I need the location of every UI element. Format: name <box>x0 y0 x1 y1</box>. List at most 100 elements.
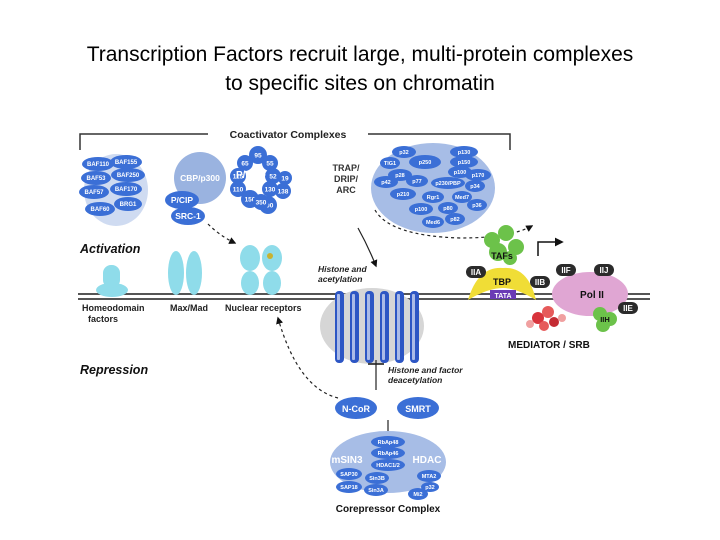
iia-label: IIA <box>471 268 481 277</box>
factors-label: factors <box>88 314 118 324</box>
trap-subunit-label: p77 <box>412 179 421 185</box>
coactivator-header: Coactivator Complexes <box>230 129 347 141</box>
trap-subunit-label: Med6 <box>426 220 440 226</box>
max-mad-label: Max/Mad <box>170 303 208 313</box>
tata-label: TATA <box>494 293 511 300</box>
trap-subunit-label: p150 <box>458 160 471 166</box>
nuclear-receptors-label: Nuclear receptors <box>225 303 302 313</box>
trap-subunit: p36 <box>467 199 487 211</box>
baf-subunit: BAF53 <box>81 171 111 185</box>
baf-subunit-label: BAF57 <box>84 190 104 196</box>
trap-subunit-label: p82 <box>450 217 459 223</box>
arrow-histone-acetylation <box>357 227 378 268</box>
corepressor-subunit: RbAp48 <box>371 436 405 448</box>
tata-box <box>490 290 516 299</box>
baf-subunit-label: BAF110 <box>87 162 110 168</box>
iia-factor <box>466 266 486 278</box>
hdac-label: HDAC <box>413 455 442 466</box>
tbp-label: TBP <box>493 277 511 287</box>
baf-subunit: BAF250 <box>111 168 145 182</box>
trap-subunit: p77 <box>406 175 428 187</box>
arrow-corepressor-to-homeodomain <box>276 316 339 399</box>
trap-subunit: p130 <box>450 146 478 158</box>
trap-subunit: p82 <box>445 213 465 225</box>
corepressor-subunit: Sin3B <box>365 472 389 484</box>
pcaf-subunit-label: 115 <box>233 173 244 180</box>
corepressor-subunit-label: HDAC1/2 <box>376 463 400 469</box>
trap-subunit-label: p130 <box>458 150 471 156</box>
slide-title: Transcription Factors recruit large, mul… <box>0 40 720 98</box>
smrt-protein: SMRT <box>397 397 439 419</box>
corepressor-subunit: p32 <box>421 482 439 492</box>
trap-subunit-label: TIG1 <box>384 161 396 167</box>
corepressor-subunit-label: SAP30 <box>340 472 357 478</box>
pcaf-subunit-label: 110 <box>233 186 244 193</box>
preinitiation-complex: TAFs TBP TATA IIA IIB Pol II IIF IIJ IIE… <box>466 225 638 351</box>
trap-subunit: p170 <box>465 169 491 181</box>
pcaf-subunit-label: 130 <box>265 186 276 193</box>
histone-acetylation-label-1: Histone and <box>318 264 367 274</box>
coactivator-bracket: Coactivator Complexes <box>79 129 511 150</box>
trap-subunit: Med7 <box>452 191 472 203</box>
pcaf-subunit: 55 <box>262 155 278 171</box>
pcaf-subunit: 65 <box>237 155 253 171</box>
pcaf-subunit-label: 55 <box>266 160 274 167</box>
pcaf-subunit-label: 65 <box>241 160 249 167</box>
iih-label: IIH <box>600 315 610 324</box>
iie-label: IIE <box>623 304 633 313</box>
mediator-label: MEDIATOR / SRB <box>508 340 590 351</box>
baf-subunit-label: BAF53 <box>86 176 106 182</box>
nucleosome-highlight <box>412 294 415 360</box>
activation-label: Activation <box>79 242 141 256</box>
corepressor-subunit: RbAp46 <box>371 447 405 459</box>
pcaf-subunit-label: 19 <box>281 175 289 182</box>
nuclear-receptor-dimer <box>240 245 282 295</box>
trap-subunit: Med6 <box>422 216 444 228</box>
histone-acetylation-label-2: acetylation <box>318 274 362 284</box>
corepressor-subunit-label: Sin3A <box>368 488 384 494</box>
corepressor-subunit-label: Mi2 <box>413 492 422 498</box>
iij-factor <box>594 264 614 276</box>
corepressor-subunit: MTA2 <box>417 470 441 482</box>
repression-label: Repression <box>80 363 148 377</box>
histone-deacetylation-label-1: Histone and factor <box>388 365 463 375</box>
baf-subunit: BAF170 <box>110 182 142 196</box>
trap-subunit-label: p32 <box>399 150 408 156</box>
pcaf-subunit-label: 95 <box>254 152 262 159</box>
trap-label-1: TRAP/ <box>333 163 360 173</box>
pcaf-subunit-label: 350 <box>256 199 267 206</box>
pcaf-subunit: 115 <box>230 168 246 184</box>
trap-subunit-label: p210 <box>397 192 410 198</box>
pcaf-subunit: 350 <box>253 194 269 210</box>
corepressor-subunit-label: RbAp46 <box>378 451 399 457</box>
baf-subunit: BAF110 <box>82 157 114 171</box>
transcription-start-arrow <box>537 237 564 256</box>
trap-subunit: p80 <box>438 202 458 214</box>
corepressor-subunit: SAP30 <box>336 468 362 480</box>
trap-subunit: p250 <box>409 155 441 169</box>
trap-subunit-label: p36 <box>472 203 481 209</box>
trap-subunit: p150 <box>450 156 478 168</box>
arrow-trap-to-pol2 <box>374 209 534 239</box>
baf-subunit: BRG1 <box>114 197 142 211</box>
trap-subunit: TIG1 <box>380 157 400 169</box>
iih-factor <box>593 307 617 332</box>
pcaf-subunit: 110 <box>230 181 246 197</box>
pcaf-label: P/CAF <box>236 170 266 181</box>
mediator-complex <box>526 306 566 331</box>
corepressor-subunit: Mi2 <box>408 488 428 500</box>
corepressor-subunit-label: SAP18 <box>340 485 357 491</box>
corepressor-subunit: HDAC1/2 <box>371 459 405 471</box>
iif-label: IIF <box>561 266 570 275</box>
iif-factor <box>556 264 576 276</box>
histone-deacetylation-label-2: deacetylation <box>388 375 442 385</box>
baf-subunit-label: BAF170 <box>115 187 138 193</box>
corepressor-footer: Corepressor Complex <box>336 504 441 515</box>
trap-subunit: p210 <box>390 188 416 200</box>
trap-subunit-label: Med7 <box>455 195 469 201</box>
pcaf-subunit: 19 <box>278 171 292 185</box>
baf-subunit-label: BRG1 <box>120 202 137 208</box>
pcaf-complex: 9565551155219110130138150400350 P/CAF <box>230 146 292 214</box>
